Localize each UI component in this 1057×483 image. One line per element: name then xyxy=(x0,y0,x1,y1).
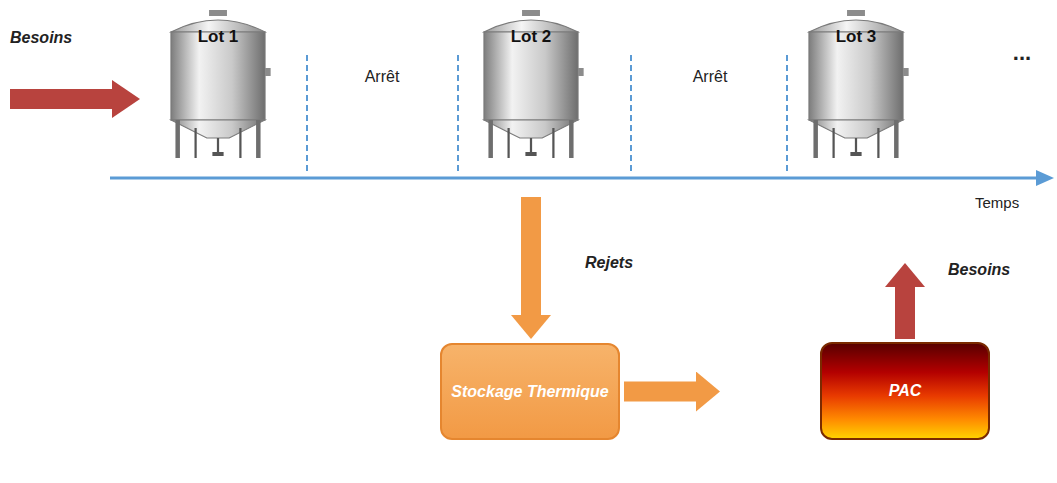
process-label: Stockage Thermique xyxy=(451,380,608,403)
batch-tank: Lot 3 xyxy=(800,8,912,160)
edge-label: Rejets xyxy=(585,254,633,272)
batch-label: Lot 2 xyxy=(475,27,587,47)
flow-arrow xyxy=(624,382,696,402)
batch-tank: Lot 1 xyxy=(162,8,274,160)
flow-arrow xyxy=(521,197,541,315)
ellipsis: ... xyxy=(1013,40,1031,66)
stop-label: Arrêt xyxy=(693,68,728,86)
batch-label: Lot 3 xyxy=(800,27,912,47)
needs-label: Besoins xyxy=(10,29,72,47)
needs-arrow xyxy=(10,80,140,118)
process-box: PAC xyxy=(820,342,990,440)
stop-label: Arrêt xyxy=(365,68,400,86)
batch-tank: Lot 2 xyxy=(475,8,587,160)
time-axis xyxy=(110,170,1054,186)
edge-label: Besoins xyxy=(948,261,1010,279)
batch-label: Lot 1 xyxy=(162,27,274,47)
axis-label: Temps xyxy=(975,194,1019,211)
process-box: Stockage Thermique xyxy=(440,343,620,440)
flow-arrow xyxy=(895,287,915,339)
process-label: PAC xyxy=(889,379,922,402)
